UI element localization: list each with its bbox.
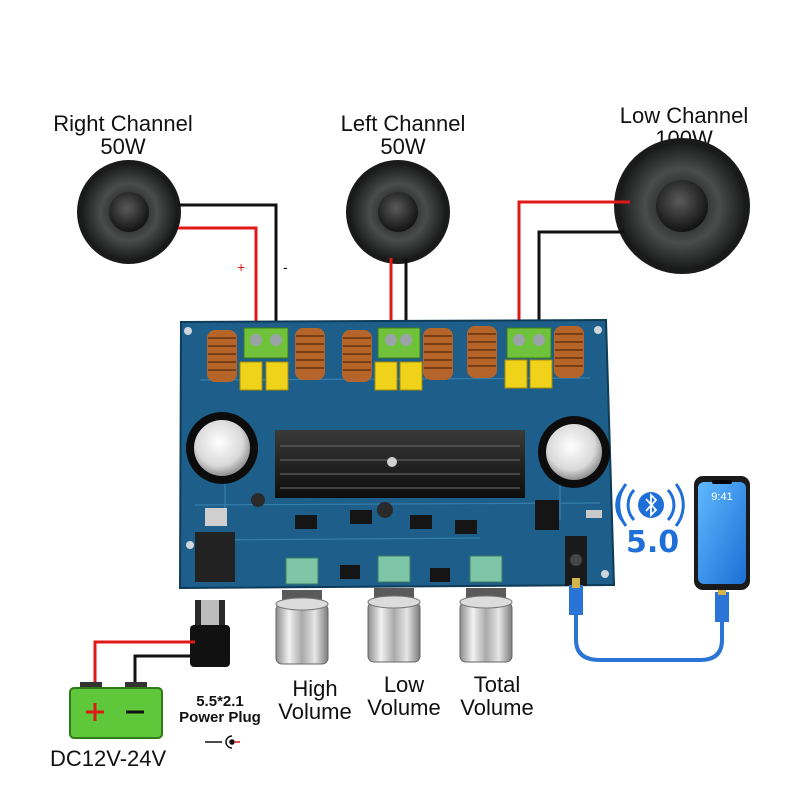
inductor-coil-icon — [467, 326, 497, 378]
low-channel-wire-positive — [517, 200, 630, 330]
left-channel-terminal — [377, 327, 421, 359]
speaker-terminal-blocks — [243, 327, 552, 359]
left-channel-label: Left Channel 50W — [303, 112, 503, 158]
high-volume-knob-icon[interactable] — [275, 590, 329, 665]
speaker-wires — [178, 200, 630, 330]
inductor-coil-icon — [295, 328, 325, 380]
right-channel-wire-positive — [178, 226, 258, 330]
right-channel-name: Right Channel — [53, 111, 193, 136]
right-channel-power: 50W — [100, 134, 146, 160]
low-channel-name: Low Channel — [619, 103, 749, 128]
terminal-plus-sign: + — [237, 259, 246, 275]
inductor-coil-icon — [554, 326, 584, 378]
left-capacitor-icon — [186, 412, 258, 484]
low-volume-label: Low Volume — [349, 673, 459, 719]
right-channel-speaker-icon — [77, 160, 181, 264]
bluetooth-version-label: 5.0 — [626, 525, 680, 560]
low-volume-label-line1: Low — [383, 672, 425, 697]
power-plug-name: Power Plug — [179, 708, 261, 726]
left-channel-speaker-icon — [346, 160, 450, 264]
power-wires — [93, 640, 195, 688]
right-channel-terminal — [243, 327, 289, 359]
left-channel-power: 50W — [380, 134, 426, 160]
phone-time-text: 9:41 — [711, 491, 732, 503]
power-plug-size: 5.5*2.1 — [196, 693, 244, 710]
right-capacitor-icon — [538, 416, 610, 488]
inductor-coil-icon — [423, 328, 453, 380]
battery-icon — [69, 682, 163, 739]
potentiometer-bases — [285, 555, 503, 585]
aux-input-jack-icon — [565, 536, 587, 586]
low-channel-speaker-icon — [614, 138, 750, 274]
smd-components — [251, 493, 602, 582]
low-channel-wire-negative — [537, 230, 624, 330]
total-volume-knob-icon[interactable] — [459, 588, 513, 663]
high-volume-label-line2: Volume — [278, 699, 352, 725]
power-wire-negative — [133, 654, 195, 688]
power-plug-label: 5.5*2.1 Power Plug — [160, 694, 280, 726]
terminal-minus-sign: - — [283, 259, 288, 275]
power-wire-positive — [93, 640, 195, 688]
dc-power-plug-icon — [190, 600, 230, 667]
aux-cable-icon — [569, 578, 729, 662]
inductor-coil-icons — [207, 326, 584, 382]
right-channel-label: Right Channel 50W — [23, 112, 223, 158]
total-volume-label-line2: Volume — [460, 695, 534, 721]
total-volume-label-line1: Total — [473, 672, 521, 697]
plug-polarity-symbol-icon — [205, 735, 240, 749]
low-volume-label-line2: Volume — [367, 695, 441, 721]
high-volume-label-line1: High — [292, 676, 338, 701]
bluetooth-icon — [615, 483, 685, 527]
total-volume-label: Total Volume — [442, 673, 552, 719]
film-capacitors — [239, 359, 553, 391]
board-dc-jack-icon — [195, 508, 235, 582]
inductor-coil-icon — [342, 330, 372, 382]
left-channel-name: Left Channel — [340, 111, 466, 136]
smartphone-icon: 9:41 — [694, 476, 750, 590]
heatsink-icon — [275, 430, 525, 498]
dc-input-label: DC12V-24V — [50, 746, 167, 771]
inductor-coil-icon — [207, 330, 237, 382]
low-channel-terminal — [506, 327, 552, 359]
low-volume-knob-icon[interactable] — [367, 588, 421, 663]
high-volume-label: High Volume — [260, 677, 370, 723]
right-channel-wire-negative — [178, 203, 278, 330]
